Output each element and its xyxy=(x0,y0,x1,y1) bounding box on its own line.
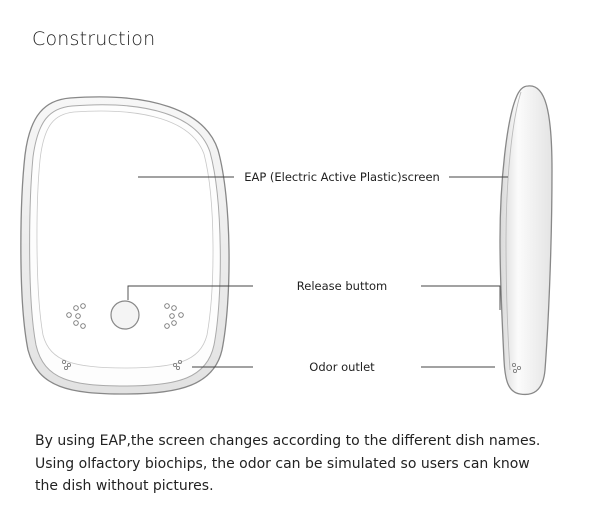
description-line: the dish without pictures. xyxy=(35,478,214,494)
label-odor-outlet: Odor outlet xyxy=(309,360,375,374)
release-button xyxy=(110,300,140,330)
side-screen-edge xyxy=(505,91,522,371)
speaker-dots-right xyxy=(164,303,184,329)
speaker-dots-left xyxy=(66,303,86,329)
device-side-view xyxy=(499,85,553,396)
page-title: Construction xyxy=(32,28,156,50)
description: By using EAP,the screen changes accordin… xyxy=(35,430,595,498)
side-odor-holes xyxy=(512,362,522,373)
device-front-view xyxy=(20,96,230,395)
release-leader-right xyxy=(421,285,501,310)
description-line: Using olfactory biochips, the odor can b… xyxy=(35,455,530,472)
label-release-button: Release buttom xyxy=(296,279,388,293)
eap-screen xyxy=(36,110,214,369)
side-body-outline xyxy=(499,85,553,396)
label-eap-screen: EAP (Electric Active Plastic)screen xyxy=(244,170,440,184)
leader-lines xyxy=(127,176,508,368)
release-leader-left xyxy=(127,285,253,300)
description-line: By using EAP,the screen changes accordin… xyxy=(35,433,541,449)
odor-outlet-holes xyxy=(62,359,182,370)
